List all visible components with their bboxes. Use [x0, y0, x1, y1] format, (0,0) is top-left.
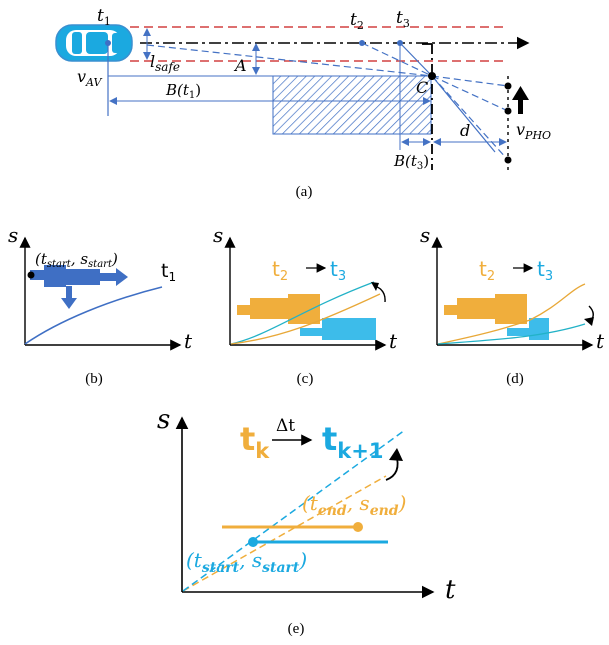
caption-a: (a) [296, 184, 313, 200]
end-point [353, 522, 363, 532]
start-point [248, 537, 258, 547]
label-vav: vAV [77, 67, 102, 89]
sight-lines [146, 42, 509, 161]
trajectory-orange [230, 293, 381, 345]
trajectory-cyan [437, 323, 586, 345]
axis-label-s: s [213, 223, 223, 247]
point-c [428, 72, 436, 80]
label-bt3: B(t3) [393, 152, 429, 172]
occupancy-blocks [30, 265, 128, 309]
t3-solid-line [399, 42, 433, 77]
label-t3: t3 [396, 8, 410, 30]
solid-sight-line [431, 75, 496, 153]
occupancy-orange [444, 294, 527, 324]
trajectory-orange [437, 283, 586, 345]
label-tk1: tk+1 [322, 420, 383, 463]
label-t2: t2 [350, 10, 364, 32]
pedestrian-velocity-arrow [512, 86, 529, 114]
end-label: (tend, send) [302, 491, 406, 519]
panel-e: s t tk Δt tk+1 (tend, send) (tstart, sst… [157, 405, 456, 637]
label-t2: t2 [479, 257, 495, 284]
occupancy-cyan [507, 318, 549, 340]
start-label: (tstart, sstart) [186, 548, 307, 576]
label-c: C [416, 78, 428, 97]
hatched-region [272, 75, 432, 135]
axis-label-t: t [596, 329, 605, 353]
label-lsafe: lsafe [150, 52, 180, 74]
trajectory-curve [24, 286, 163, 345]
label-vpho: vPHO [516, 120, 551, 142]
trajectory-orange-dashed [182, 475, 387, 592]
label-t2: t2 [272, 257, 288, 284]
rotation-arrowhead [584, 317, 594, 326]
start-label: (tstart, sstart) [35, 250, 118, 270]
car-center-point [105, 40, 111, 46]
caption-d: (d) [506, 371, 524, 387]
label-t1: t1 [97, 6, 111, 28]
label-a: A [233, 56, 247, 75]
autonomous-vehicle-icon [55, 24, 133, 62]
label-d: d [460, 121, 470, 140]
panel-d: s t t2 t3 (d) [420, 223, 605, 387]
trajectory-cyan-dashed [182, 429, 406, 592]
caption-e: (e) [288, 621, 305, 637]
panel-a: t1 t2 t3 vAV lsafe A C B(t1) B(t3) d vPH… [55, 6, 551, 200]
panel-b: s t (tstart, sstart) t1 (b) [8, 223, 193, 387]
label-tk: tk [240, 420, 270, 463]
label-t3: t3 [537, 257, 553, 284]
label-t3: t3 [330, 257, 346, 284]
caption-b: (b) [85, 371, 103, 387]
occupancy-orange [237, 294, 320, 324]
pedestrian-point-1 [504, 82, 512, 90]
axis-label-s: s [420, 223, 430, 247]
time-label-t1: t1 [161, 260, 176, 284]
axis-label-t: t [184, 329, 193, 353]
label-delta-t: Δt [276, 416, 295, 436]
panel-c: s t t2 t3 (c) [213, 223, 398, 387]
axis-label-t: t [445, 575, 456, 605]
axis-label-s: s [8, 223, 18, 247]
axis-label-t: t [389, 329, 398, 353]
t3-point [397, 40, 403, 46]
rotation-arrowhead [389, 448, 403, 461]
start-point [27, 271, 35, 279]
label-bt1: B(t1) [165, 81, 201, 101]
occupancy-cyan [300, 318, 376, 340]
pedestrian-point-2 [504, 107, 512, 115]
rotation-arrowhead [371, 282, 379, 291]
t2-point [359, 40, 365, 46]
axis-label-s: s [157, 405, 170, 435]
caption-c: (c) [297, 371, 314, 387]
pedestrian-point-3 [504, 156, 512, 164]
trajectory-cyan [230, 281, 375, 345]
